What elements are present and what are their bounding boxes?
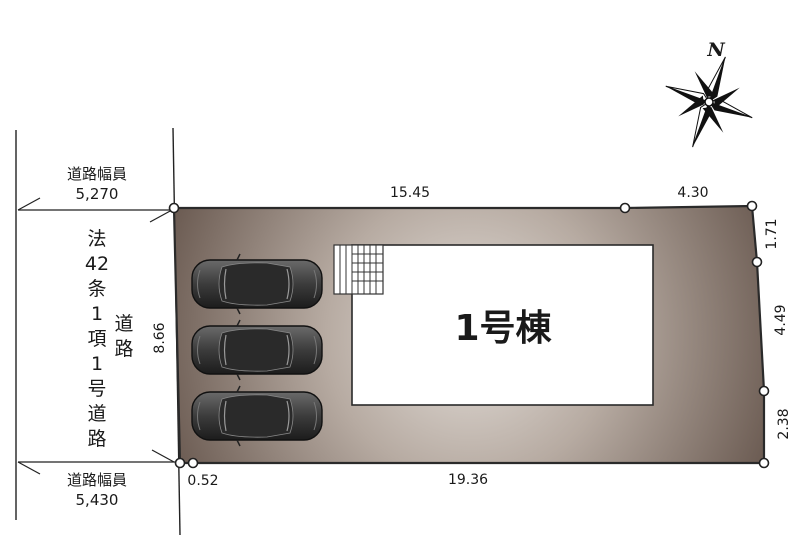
car-2 (191, 319, 323, 381)
road-bottom-label: 道路幅員 (67, 471, 127, 489)
svg-text:1: 1 (91, 303, 103, 325)
dimension-left: 8.66 (152, 322, 168, 353)
svg-text:条: 条 (87, 278, 106, 300)
svg-text:号: 号 (87, 378, 106, 400)
svg-text:42: 42 (85, 253, 109, 275)
road-top-label: 道路幅員 (67, 165, 127, 183)
dimension-right-mid: 4.49 (773, 304, 789, 335)
dimension-top-right: 4.30 (677, 185, 708, 201)
dimension-top-left: 15.45 (390, 185, 430, 201)
dimension-right-top: 1.71 (764, 218, 780, 249)
car-3 (191, 385, 323, 447)
svg-text:道: 道 (87, 403, 106, 425)
road-bottom-tick-left (17, 461, 41, 475)
svg-text:路: 路 (87, 428, 106, 450)
lot-vertex-markers (168, 200, 770, 469)
svg-text:路: 路 (114, 338, 133, 360)
road-legal-text: 法 42 条 1 項 1 号 道 路 (85, 228, 109, 450)
road-bottom-width: 5,430 (76, 491, 119, 509)
svg-text:道: 道 (114, 313, 133, 335)
svg-text:1: 1 (91, 353, 103, 375)
road-top-tick-right (149, 209, 173, 223)
compass-north-label: N (706, 39, 725, 61)
compass-rose-icon (665, 56, 753, 148)
dimension-right-bottom: 2.38 (776, 408, 792, 439)
dimension-bottom-left: 0.52 (187, 473, 218, 489)
svg-text:法: 法 (87, 228, 106, 250)
building-label: 1号棟 (454, 308, 552, 349)
road-private-text: 道 路 (114, 313, 133, 360)
car-1 (191, 253, 323, 315)
road-top-tick-left (17, 197, 41, 211)
dimension-bottom: 19.36 (448, 472, 488, 488)
road-bottom-tick-right (151, 449, 175, 463)
deck-grid (333, 244, 384, 295)
svg-text:項: 項 (87, 328, 106, 350)
building-1 (351, 244, 654, 406)
road-top-width: 5,270 (76, 185, 119, 203)
